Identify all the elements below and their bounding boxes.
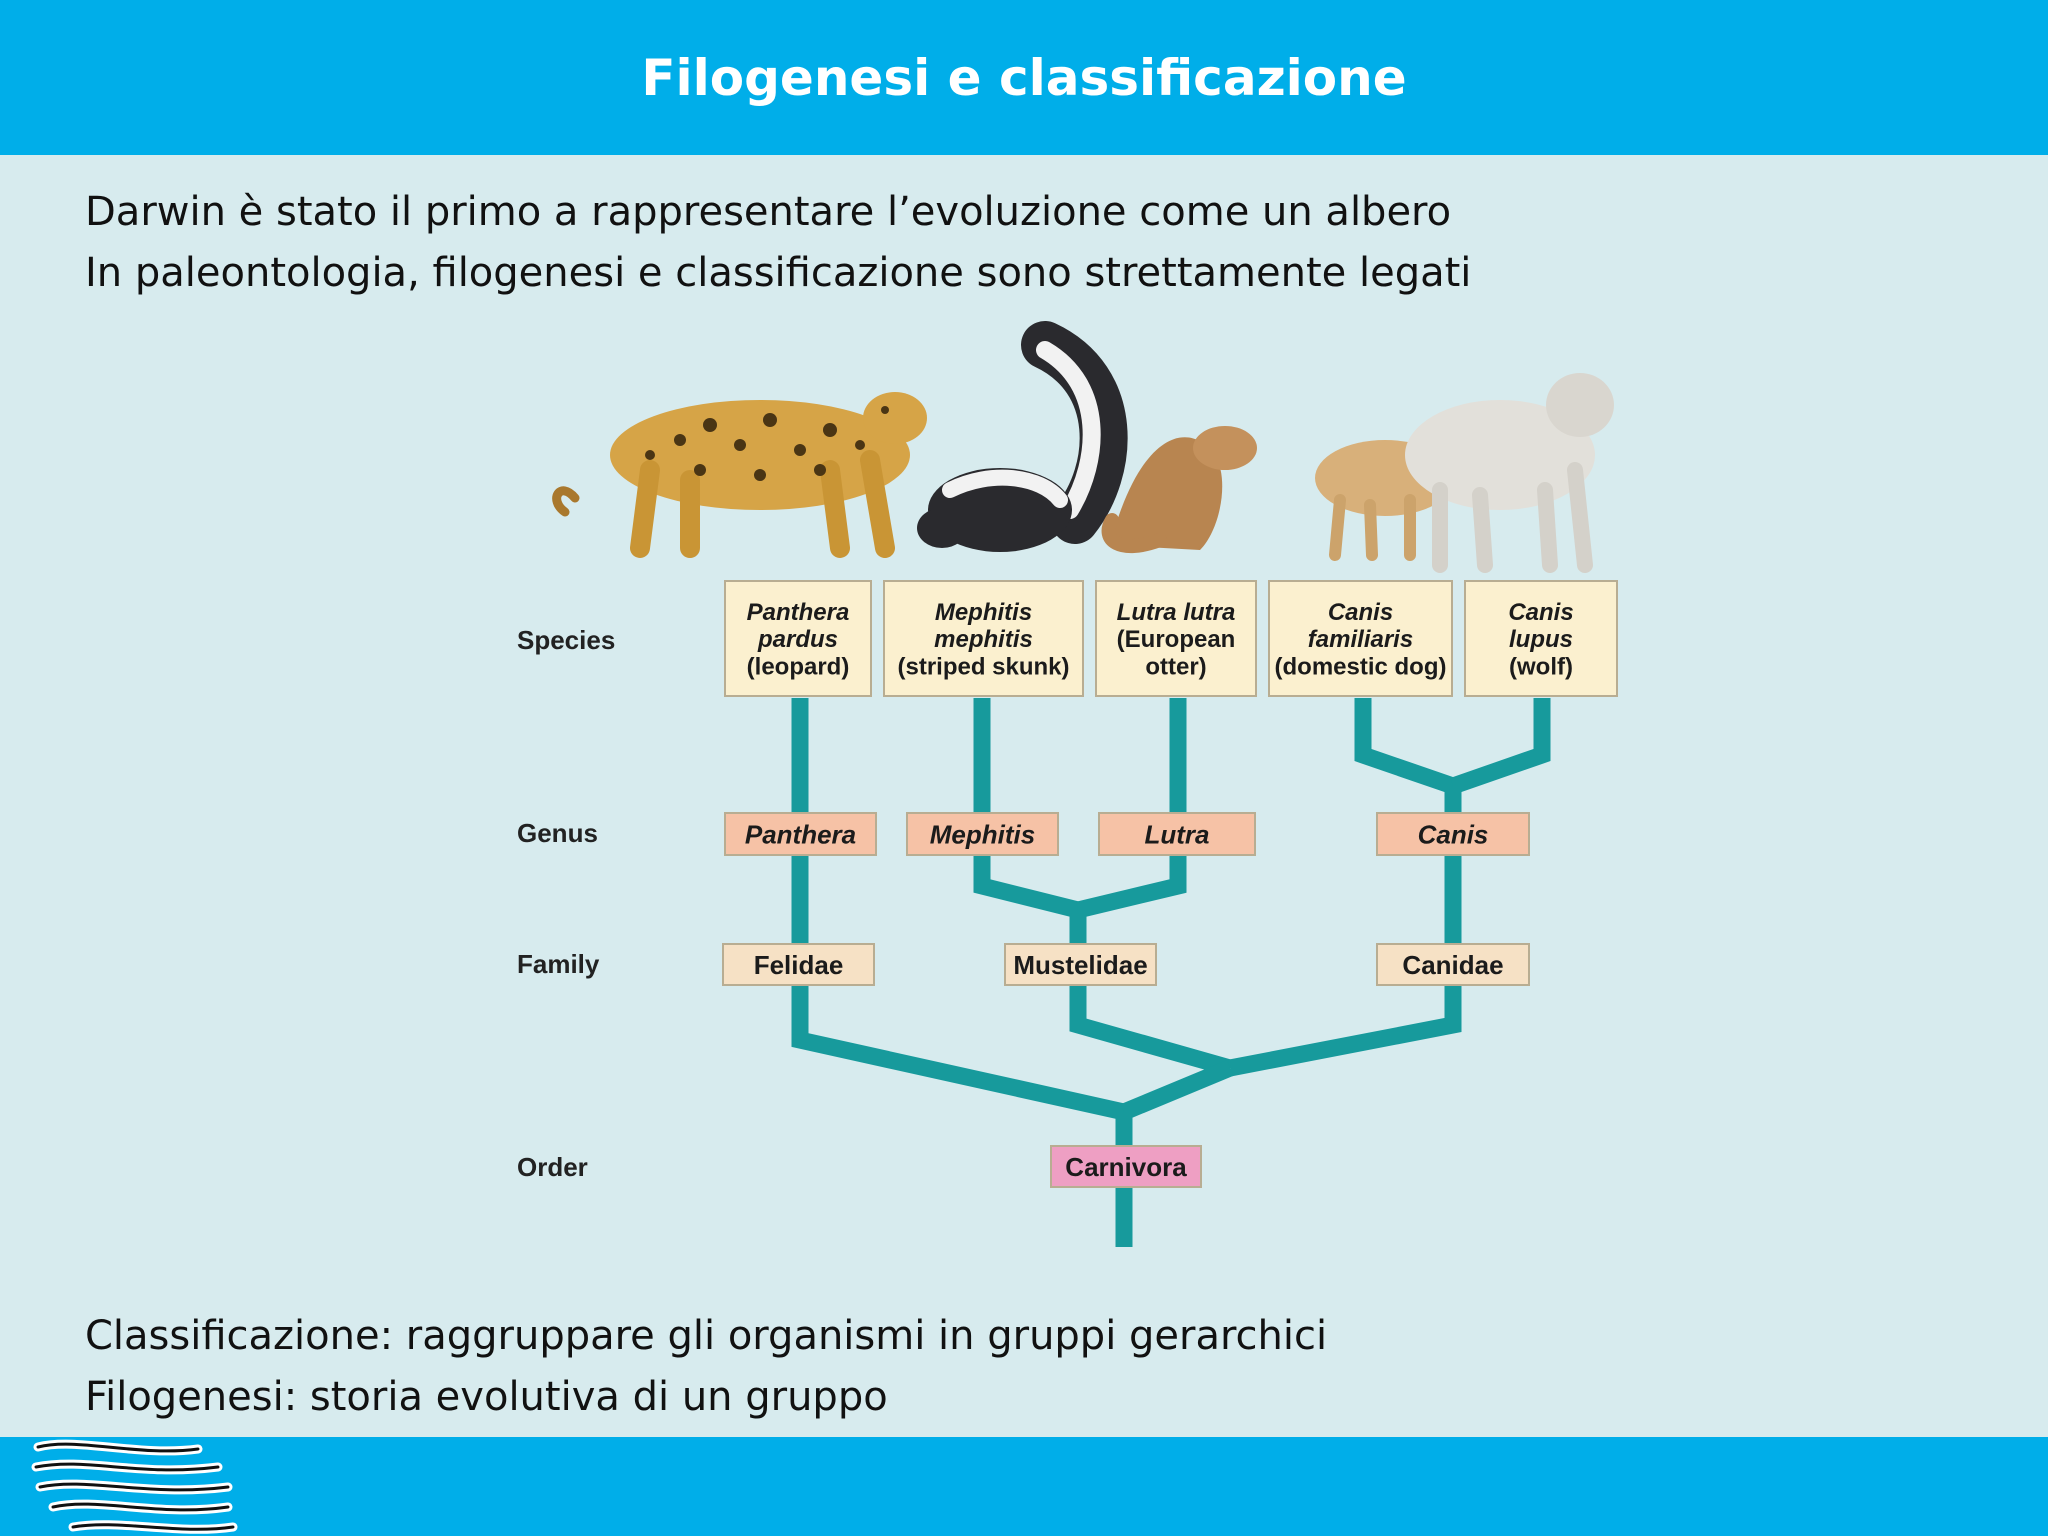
rank-labels: Species Genus Family Order: [517, 625, 615, 1182]
species-lutra-lutra-european-otter-label: Lutra lutra: [1117, 599, 1236, 626]
logo-icon: [31, 1439, 238, 1534]
order-carnivora-label: Carnivora: [1065, 1152, 1187, 1182]
family-canidae-box: [1376, 943, 1530, 986]
species-mephitis-mephitis-striped-skunk-box: [883, 580, 1084, 697]
genus-lutra-box: [1098, 812, 1256, 856]
genus-panthera-label: Panthera: [745, 819, 856, 849]
family-felidae: Felidae: [722, 943, 875, 986]
branch-otter: [1076, 698, 1187, 919]
species-mephitis-mephitis-striped-skunk-label: (striped skunk): [897, 653, 1069, 680]
species-canis-lupus-wolf-label: (wolf): [1509, 653, 1573, 680]
family-felidae-label: Felidae: [754, 950, 844, 980]
species-panthera-pardus-leopard-label: Panthera: [747, 599, 850, 626]
species-panthera-pardus-leopard-label: pardus: [757, 626, 838, 653]
species-canis-lupus-wolf-label: lupus: [1509, 626, 1573, 653]
species-panthera-pardus-leopard-label: (leopard): [747, 653, 850, 680]
animal-illustrations: [552, 321, 1614, 573]
order-box: Carnivora: [1050, 1145, 1202, 1188]
genus-lutra: Lutra: [1098, 812, 1256, 856]
branch-carnivora-join: [1120, 1060, 1234, 1120]
species-mephitis-mephitis-striped-skunk-label: mephitis: [934, 626, 1033, 653]
species-canis-lupus-wolf-label: Canis: [1508, 599, 1573, 626]
intro-line-2: In paleontologia, filogenesi e classific…: [85, 250, 1472, 296]
branch-wolf: [1450, 698, 1551, 795]
genus-mephitis: Mephitis: [906, 812, 1059, 856]
slide-title: Filogenesi e classificazione: [641, 48, 1407, 107]
wolf-illustration: [1405, 373, 1614, 573]
footer-bar: [0, 1437, 2048, 1536]
species-lutra-lutra-european-otter-box: [1095, 580, 1257, 697]
species-canis-familiaris-domestic-dog-label: Canis: [1328, 599, 1393, 626]
species-mephitis-mephitis-striped-skunk-label: Mephitis: [935, 599, 1032, 626]
genus-canis-box: [1376, 812, 1530, 856]
genus-boxes: Panthera Mephitis Lutra Canis: [724, 812, 1530, 856]
family-felidae-box: [722, 943, 875, 986]
branch-skunk: [973, 698, 1081, 919]
family-boxes: Felidae Mustelidae Canidae: [722, 943, 1530, 986]
genus-mephitis-label: Mephitis: [930, 819, 1035, 849]
otter-illustration: [1101, 426, 1257, 554]
species-canis-familiaris-domestic-dog-box: [1268, 580, 1453, 697]
branch-dog: [1354, 698, 1456, 795]
title-bar: Filogenesi e classificazione: [0, 0, 2048, 155]
intro-line-1: Darwin è stato il primo a rappresentare …: [85, 189, 1452, 235]
species-lutra-lutra-european-otter-label: otter): [1145, 653, 1206, 680]
rank-label-order: Order: [517, 1152, 588, 1182]
genus-canis: Canis: [1376, 812, 1530, 856]
species-canis-familiaris-domestic-dog-label: (domestic dog): [1275, 653, 1447, 680]
species-boxes: Pantherapardus(leopard)Mephitismephitis(…: [724, 580, 1618, 697]
genus-canis-label: Canis: [1418, 819, 1489, 849]
genus-panthera-box: [724, 812, 877, 856]
family-mustelidae-box: [1004, 943, 1157, 986]
species-canis-lupus-wolf-box: [1464, 580, 1618, 697]
family-mustelidae-label: Mustelidae: [1013, 950, 1147, 980]
rank-label-genus: Genus: [517, 818, 598, 848]
species-panthera-pardus-leopard-box: [724, 580, 872, 697]
species-lutra-lutra-european-otter-label: (European: [1117, 626, 1236, 653]
branch-canis: [1228, 786, 1462, 1077]
family-canidae-label: Canidae: [1402, 950, 1503, 980]
family-canidae: Canidae: [1376, 943, 1530, 986]
genus-lutra-label: Lutra: [1145, 819, 1210, 849]
rank-label-family: Family: [517, 949, 600, 979]
genus-panthera: Panthera: [724, 812, 877, 856]
definitions-text: Classificazione: raggruppare gli organis…: [85, 1306, 1327, 1428]
definition-line-1: Classificazione: raggruppare gli organis…: [85, 1313, 1328, 1359]
genus-mephitis-box: [906, 812, 1059, 856]
order-carnivora-box: [1050, 1145, 1202, 1188]
species-canis-familiaris-domestic-dog-label: familiaris: [1308, 626, 1413, 653]
branch-mustelidae: [1069, 910, 1233, 1077]
order-carnivora: Carnivora: [1050, 1145, 1202, 1188]
rank-label-species: Species: [517, 625, 615, 655]
skunk-illustration: [917, 321, 1128, 552]
intro-text: Darwin è stato il primo a rappresentare …: [85, 182, 1471, 304]
family-mustelidae: Mustelidae: [1004, 943, 1157, 986]
definition-line-2: Filogenesi: storia evolutiva di un grupp…: [85, 1374, 888, 1420]
leopard-illustration: [552, 392, 927, 558]
